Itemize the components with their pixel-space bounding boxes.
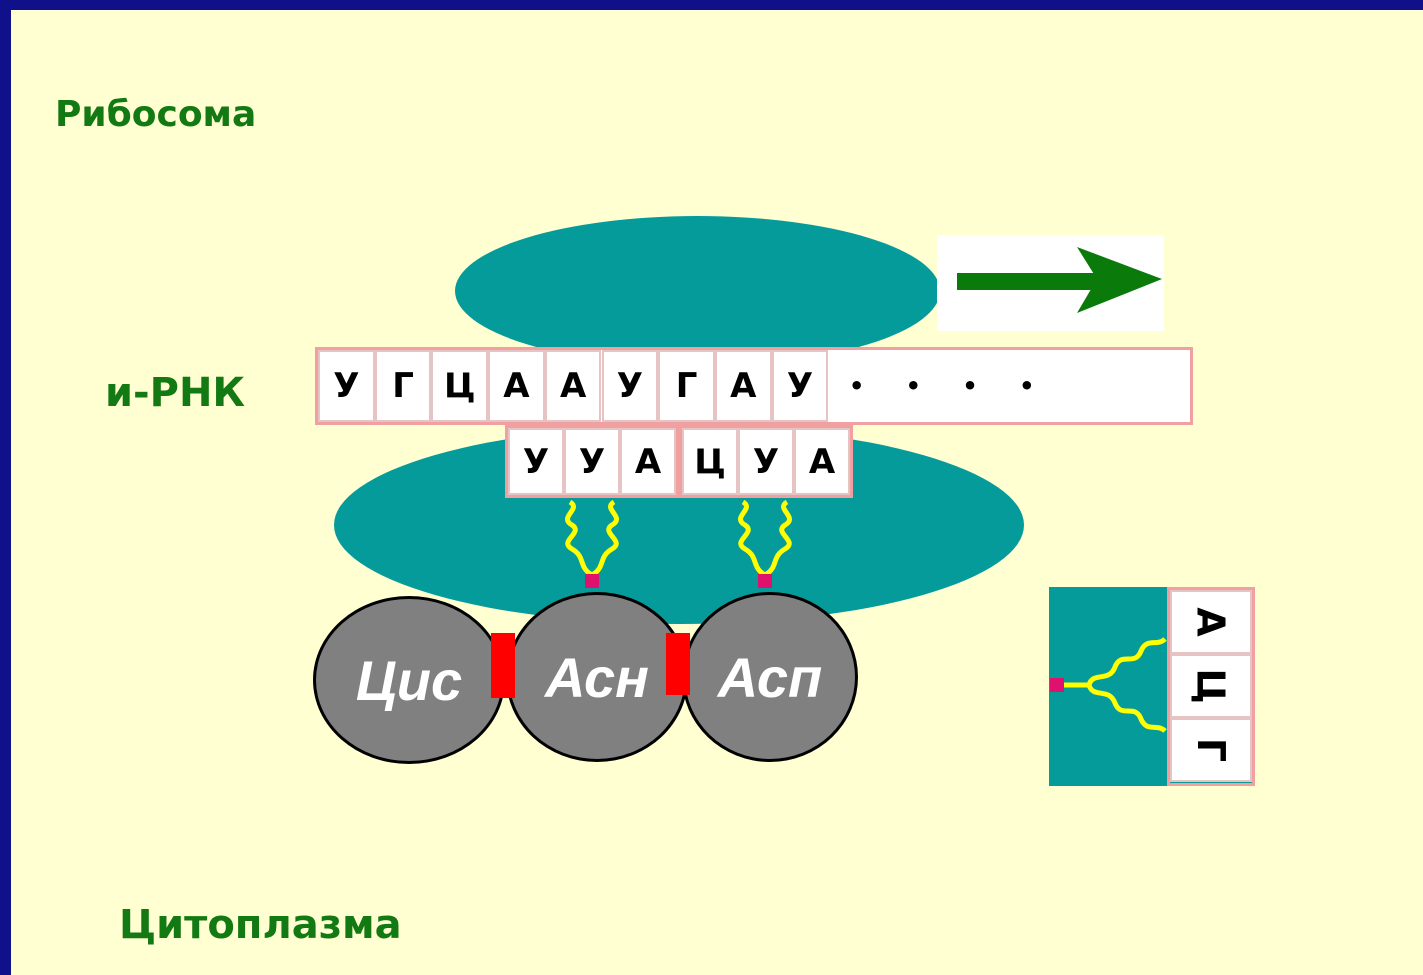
- mrna-dot: •: [885, 350, 942, 422]
- mrna-nucleotide: У: [318, 350, 375, 422]
- trna-anticodon-nucleotide: А: [620, 428, 676, 495]
- trna-anticodon-nucleotide: У: [564, 428, 620, 495]
- trna-anticodon-nucleotide: У: [508, 428, 564, 495]
- trna-anticodon-frame-1: [505, 425, 679, 498]
- ribosome-label: Рибосома: [55, 94, 257, 135]
- incoming-trna-stem: [1063, 636, 1167, 734]
- mrna-dot: •: [828, 350, 885, 422]
- amino-acid-asn: Асн: [506, 592, 688, 762]
- trna-anticodon-nucleotide: У: [738, 428, 794, 495]
- incoming-anticodon-nucleotide: Г: [1170, 718, 1252, 782]
- trna-anticodon-nucleotide: А: [794, 428, 850, 495]
- cytoplasm-label: Цитоплазма: [119, 902, 402, 948]
- trna-anticodon-nucleotide: Ц: [682, 428, 738, 495]
- mrna-nucleotide: А: [714, 350, 772, 422]
- mrna-nucleotide: А: [488, 350, 545, 422]
- amino-acid-cys: Цис: [313, 596, 505, 764]
- mrna-nucleotide: Г: [658, 350, 715, 422]
- incoming-trna-anchor: [1050, 678, 1064, 692]
- ribosome-small-subunit: [455, 216, 940, 366]
- mrna-dot: •: [998, 350, 1056, 422]
- trna-anchor-2: [758, 574, 772, 588]
- mrna-nucleotide: У: [601, 350, 659, 422]
- trna-stem-1: [565, 499, 619, 578]
- peptide-bond-2: [666, 633, 690, 695]
- incoming-anticodon-nucleotide: А: [1170, 590, 1252, 654]
- mrna-label: и-РНК: [105, 370, 246, 416]
- right-arrow-icon: [957, 247, 1162, 313]
- incoming-anticodon-nucleotide: Ц: [1170, 654, 1252, 718]
- trna-anticodon-frame-2: [679, 425, 853, 498]
- peptide-bond-1: [491, 633, 515, 698]
- mrna-nucleotide: Ц: [431, 350, 489, 422]
- trna-stem-2: [738, 499, 792, 578]
- mrna-nucleotide: Г: [374, 350, 432, 422]
- mrna-dot: •: [941, 350, 999, 422]
- arrow-box: [937, 235, 1164, 331]
- mrna-nucleotide: А: [544, 350, 602, 422]
- mrna-nucleotide: У: [771, 350, 829, 422]
- amino-acid-asp: Асп: [682, 592, 858, 762]
- incoming-anticodon-frame: [1167, 587, 1255, 786]
- trna-anchor-1: [585, 574, 599, 588]
